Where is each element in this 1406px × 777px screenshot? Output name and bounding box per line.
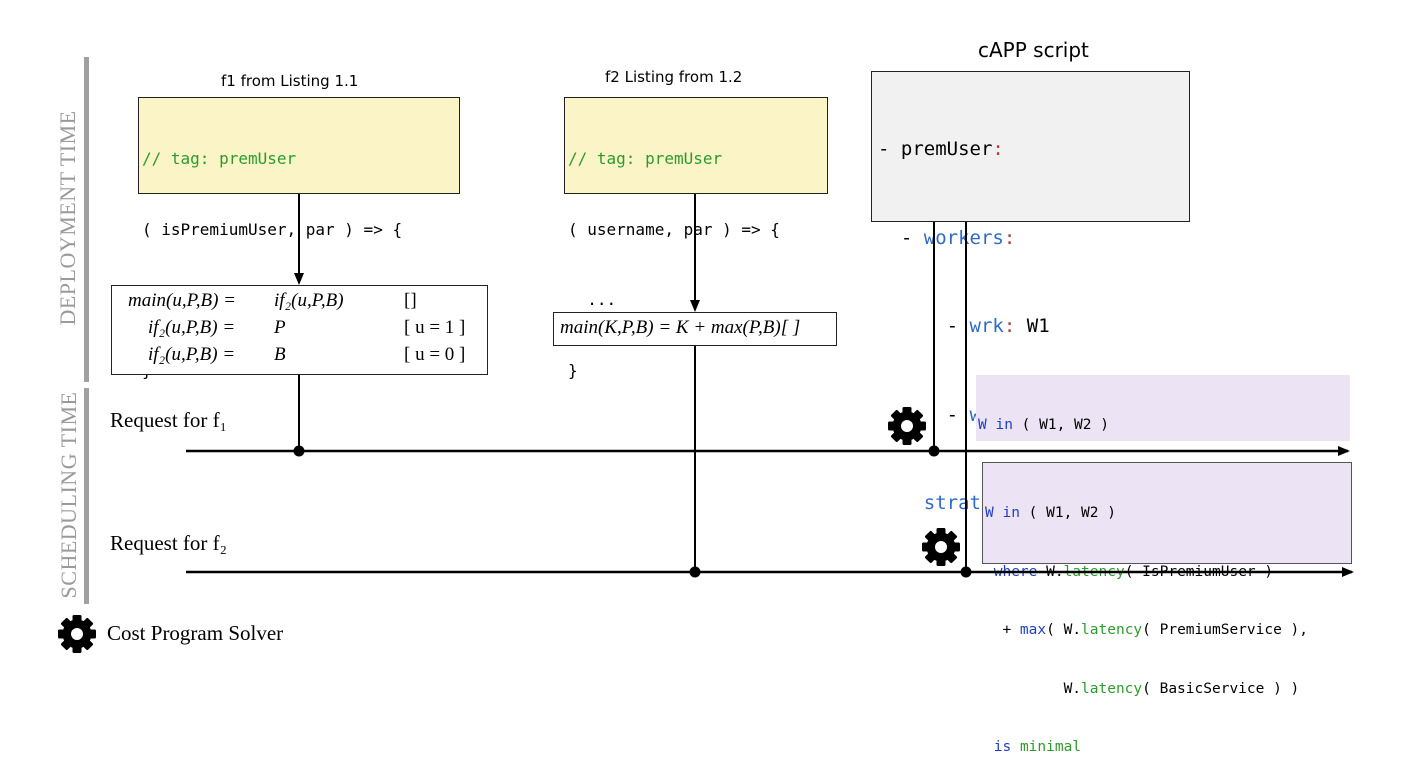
cost-program-f1: main(u,P,B) = if₂(u,P,B) [] if₂(u,P,B) =… [111,285,488,375]
cost1-lhs: if₂(u,P,B) = [148,344,236,365]
query1-line: W in ( W1, W2 ) [978,417,1109,433]
capp-line-worker: - wrk: W1 [878,315,1050,337]
deployment-separator [84,57,89,382]
cost1-rhs: B [274,344,286,365]
cost-program-f2: main(K,P,B) = K + max(P,B)[ ] [553,312,837,346]
f2-code-box: // tag: premUser ( username, par ) => { … [564,97,828,380]
flow-lines [58,194,1354,653]
capp-line-workers: - workers: [878,226,1016,249]
junction-dot [960,566,972,578]
capp-caption: cAPP script [978,38,1089,62]
capp-line-tag: - premUser: [878,138,1004,160]
legend-label: Cost Program Solver [107,621,284,645]
cost1-guard: [ u = 1 ] [404,317,466,338]
query2-line: W.latency( BasicService ) ) [985,680,1300,697]
cost1-rhs: P [274,317,286,338]
gear-icon [58,615,96,653]
cost1-lhs: if₂(u,P,B) = [148,317,236,338]
junction-dot [928,445,940,457]
capp-tag: premUser [900,138,993,160]
cost1-lhs: main(u,P,B) = [128,290,236,311]
f2-code-line: ( username, par ) => { [568,219,780,239]
junction-dot [293,445,305,457]
gear-icon [922,528,960,566]
f2-code-line: ... [568,290,617,309]
capp-worker-value: W1 [1026,315,1050,337]
junction-dot [689,566,701,578]
f1-caption: f1 from Listing 1.1 [221,72,359,90]
query2-line: + max( W.latency( PremiumService ), [985,622,1309,638]
f2-code-line: } [568,360,578,380]
query2-line: W in ( W1, W2 ) [985,505,1116,521]
f1-code-line: // tag: premUser [142,149,297,168]
f2-caption: f2 Listing from 1.2 [605,68,743,86]
request-f1-label: Request for f₁ [110,408,227,432]
cost2-row: main(K,P,B) = K + max(P,B)[ ] [560,317,801,338]
request-f2-label: Request for f₂ [110,531,227,555]
query2-line: is minimal [993,739,1082,755]
cost1-guard: [ u = 0 ] [404,344,466,365]
f2-code-line: // tag: premUser [568,149,723,168]
f1-code-line: ( isPremiumUser, par ) => { [142,219,403,239]
gear-icon [888,407,926,445]
cost1-rhs: if₂(u,P,B) [274,290,344,311]
capp-workers-key: workers [923,226,1004,249]
cost1-guard: [] [404,290,417,311]
scheduling-separator [84,388,89,604]
capp-wrk-key: wrk [969,315,1004,337]
